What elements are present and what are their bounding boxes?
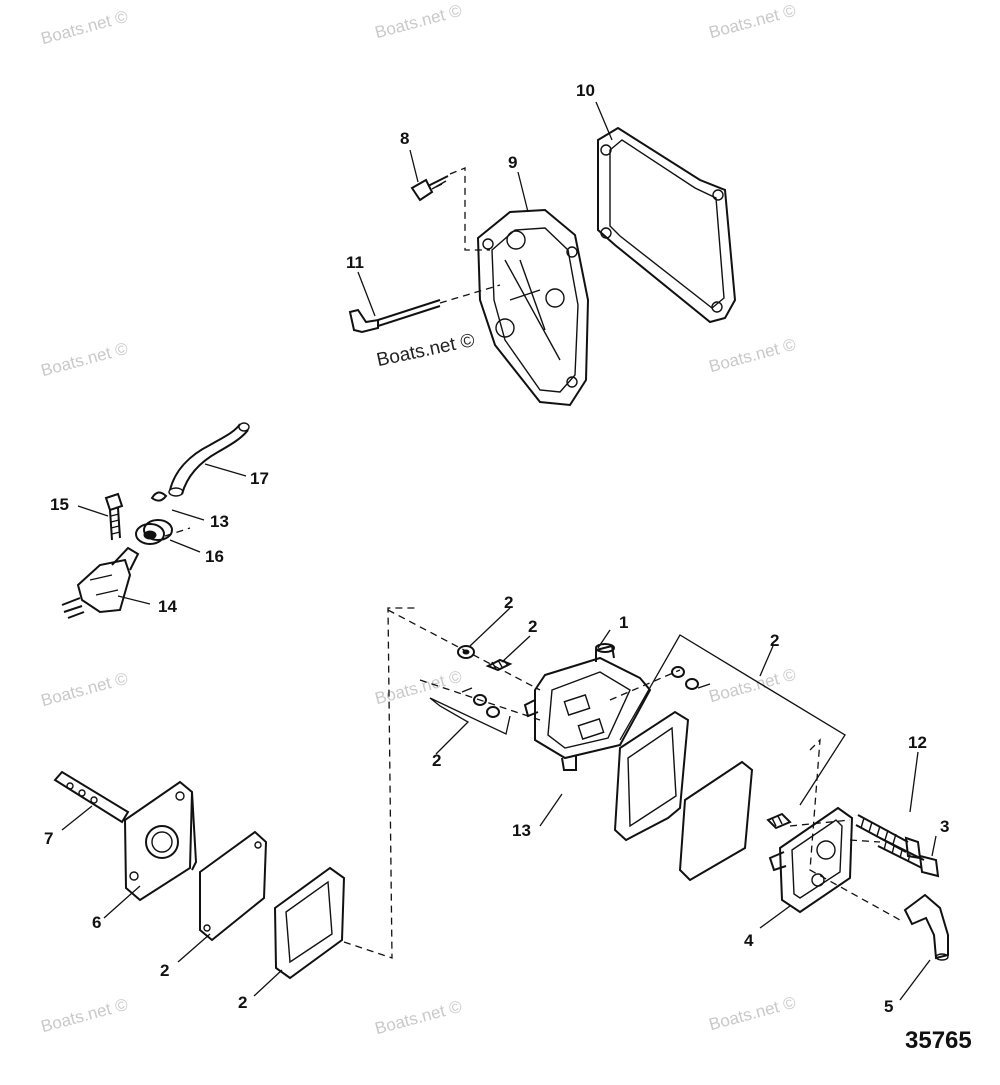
callout-15: 15 [50, 495, 69, 514]
part-17-hose[interactable] [168, 422, 250, 497]
callout-12: 12 [908, 733, 927, 752]
callout-17: 17 [250, 469, 269, 488]
part-7-bracket[interactable] [53, 770, 130, 824]
callout-2-washer: 2 [504, 593, 513, 612]
callout-10: 10 [576, 81, 595, 100]
part-13-clip[interactable] [150, 491, 168, 502]
part-2-diaphragm-mid[interactable] [678, 760, 754, 882]
callout-1: 1 [619, 613, 628, 632]
part-2-valve-set-right[interactable] [671, 666, 711, 690]
callout-16: 16 [205, 547, 224, 566]
callout-2-gasket-bottom: 2 [238, 993, 247, 1012]
callout-2-gasket-right: 2 [770, 631, 779, 650]
callout-8: 8 [400, 129, 409, 148]
callout-3: 3 [940, 817, 949, 836]
part-10-gasket[interactable] [597, 126, 737, 324]
part-6-adapter[interactable] [123, 780, 198, 902]
part-14-fitting[interactable] [61, 546, 140, 619]
part-2-spring-right[interactable] [766, 812, 792, 830]
part-2-washer[interactable] [457, 645, 475, 659]
callout-6: 6 [92, 913, 101, 932]
part-15-bolt[interactable] [104, 492, 124, 541]
part-9-cover[interactable] [476, 208, 590, 407]
callout-2-spring: 2 [528, 617, 537, 636]
callout-2-valves: 2 [432, 751, 441, 770]
part-2-gasket-mid[interactable] [613, 710, 690, 842]
callout-13-lower: 13 [512, 821, 531, 840]
callout-11: 11 [346, 253, 364, 272]
callout-9: 9 [508, 153, 517, 172]
part-3-screw[interactable] [877, 837, 940, 878]
part-5-elbow[interactable] [903, 893, 949, 961]
part-1-pump-body[interactable] [523, 643, 652, 771]
diagram-number: 35765 [905, 1027, 972, 1054]
part-16-grommet[interactable] [135, 519, 173, 545]
callout-2-diaphragm: 2 [160, 961, 169, 980]
callout-4: 4 [744, 931, 754, 950]
part-2-spring[interactable] [485, 658, 513, 672]
part-8-screw[interactable] [410, 175, 449, 202]
part-11-rod[interactable] [348, 299, 441, 334]
callout-5: 5 [884, 997, 893, 1016]
part-2-gasket-bottom[interactable] [273, 866, 346, 980]
part-2-valve-set[interactable] [461, 687, 500, 718]
callout-13-upper: 13 [210, 512, 229, 531]
part-4-cover[interactable] [768, 806, 854, 914]
callout-14: 14 [158, 597, 177, 616]
callout-7: 7 [44, 829, 53, 848]
part-2-diaphragm-bottom[interactable] [199, 830, 268, 942]
